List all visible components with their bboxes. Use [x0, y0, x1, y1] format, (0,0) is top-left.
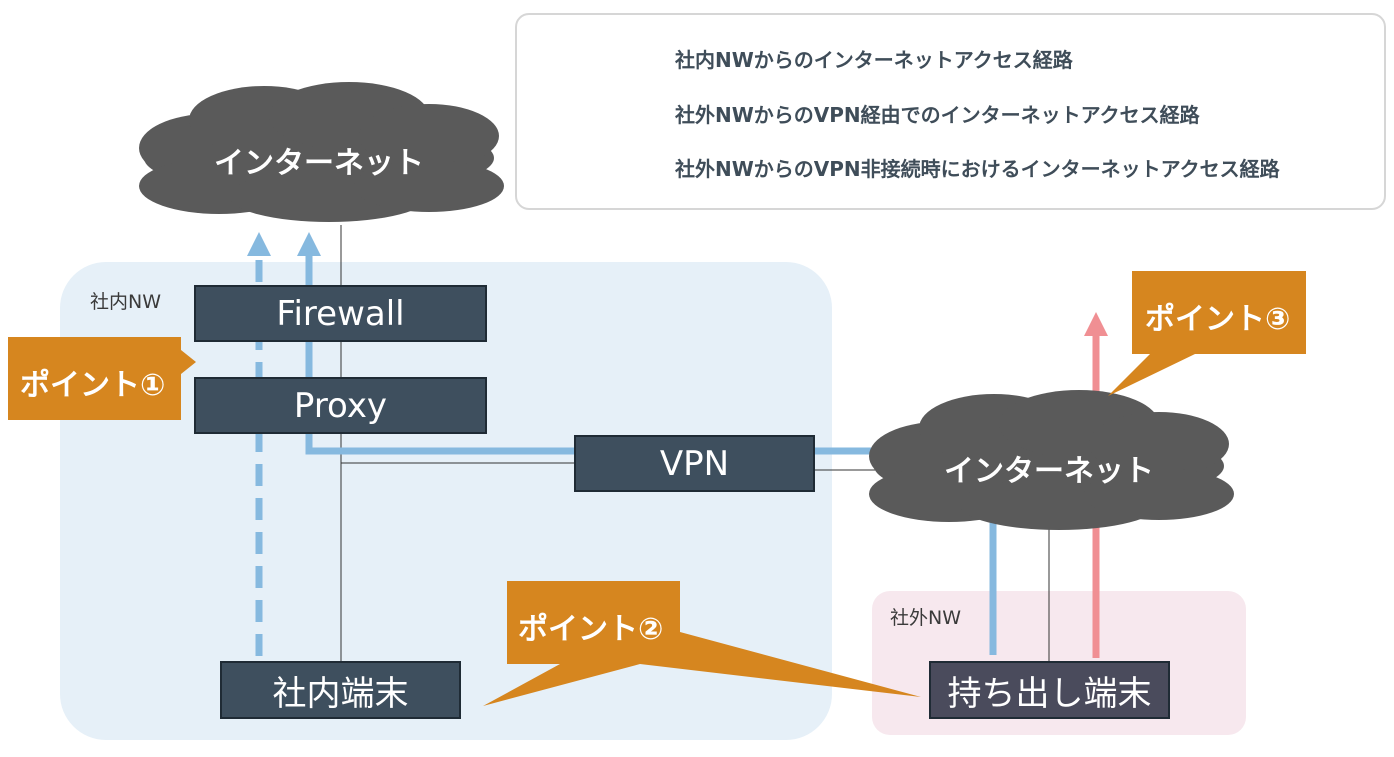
internal-dashed-arrowhead: [247, 232, 271, 256]
legend-item-internal: 社内NWからのインターネットアクセス経路: [675, 48, 1073, 72]
callout-3-shape: [1108, 271, 1306, 396]
internal-terminal-node: 社内端末: [220, 661, 461, 719]
callout-2-shape: [483, 581, 921, 706]
proxy-label: Proxy: [293, 385, 388, 426]
legend-item-vpn: 社外NWからのVPN経由でのインターネットアクセス経路: [675, 103, 1200, 127]
mobile-terminal-node: 持ち出し端末: [929, 661, 1170, 719]
external-network-label: 社外NW: [890, 607, 961, 629]
direct-route-arrowhead: [1084, 312, 1108, 336]
internet-top-label: インターネット: [214, 146, 424, 181]
vpn-node: VPN: [574, 435, 815, 492]
internal-terminal-label: 社内端末: [272, 673, 409, 714]
callout-3-label: ポイント③: [1145, 302, 1291, 337]
callout-1-shape: [8, 337, 196, 420]
legend-box: 社内NWからのインターネットアクセス経路 社外NWからのVPN経由でのインターネ…: [515, 13, 1386, 210]
internal-network-label: 社内NW: [90, 291, 161, 313]
legend-item-direct: 社外NWからのVPN非接続時におけるインターネットアクセス経路: [675, 157, 1280, 181]
mobile-terminal-label: 持ち出し端末: [947, 673, 1152, 714]
vpn-route-arrowhead: [297, 232, 321, 256]
callout-1-label: ポイント①: [20, 368, 166, 403]
firewall-label: Firewall: [276, 293, 405, 334]
vpn-label: VPN: [659, 443, 730, 484]
internet-right-label: インターネット: [944, 454, 1154, 489]
proxy-node: Proxy: [194, 377, 487, 434]
firewall-node: Firewall: [194, 285, 487, 342]
callout-2-label: ポイント②: [518, 612, 664, 647]
